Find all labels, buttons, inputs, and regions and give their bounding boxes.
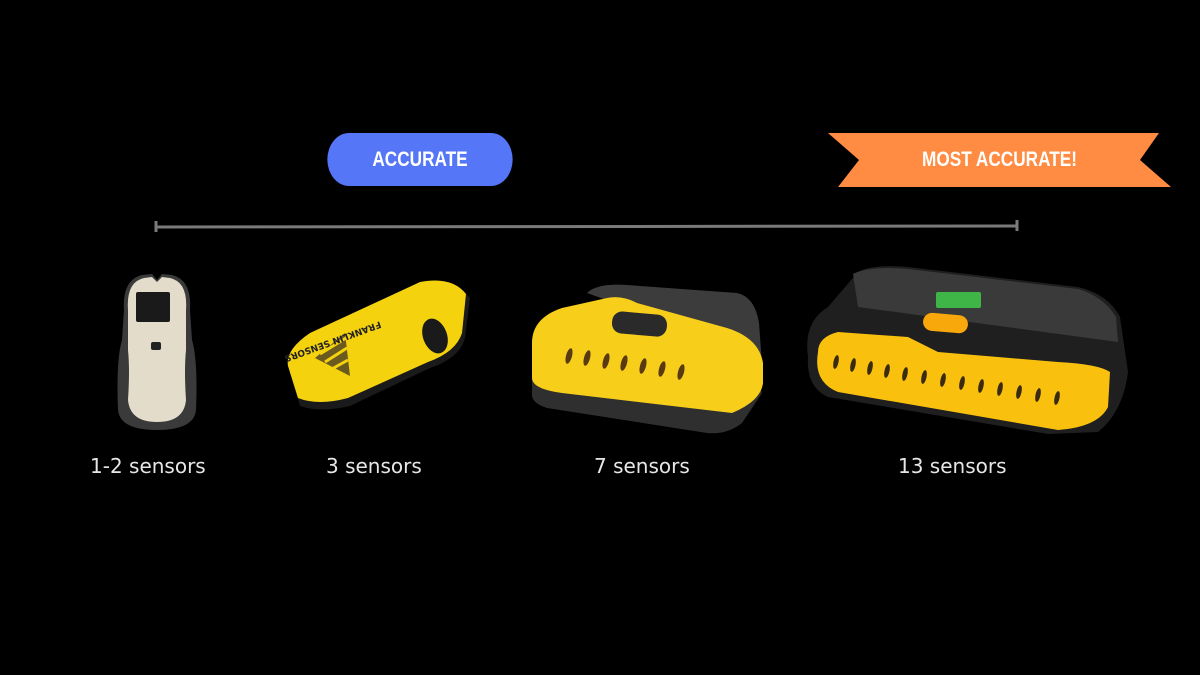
caption-1-2-sensors: 1-2 sensors [90,454,206,478]
accuracy-scale-line [154,220,1019,232]
caption-7-sensors: 7 sensors [594,454,690,478]
franklin-3-sensor-icon: FRANKLIN SENSORS [283,280,470,410]
handheld-stud-finder-icon [117,274,197,430]
caption-3-sensors: 3 sensors [326,454,422,478]
stud-finder-13-sensor-icon [807,266,1128,434]
accurate-badge-label: ACCURATE [372,147,468,171]
most-accurate-label: MOST ACCURATE! [922,148,1077,171]
accurate-badge: ACCURATE [327,133,513,186]
caption-13-sensors: 13 sensors [898,454,1007,478]
stud-finder-7-sensor-icon [532,284,763,434]
most-accurate-ribbon: MOST ACCURATE! [828,133,1171,187]
ribbon-shape-icon [828,133,1171,187]
